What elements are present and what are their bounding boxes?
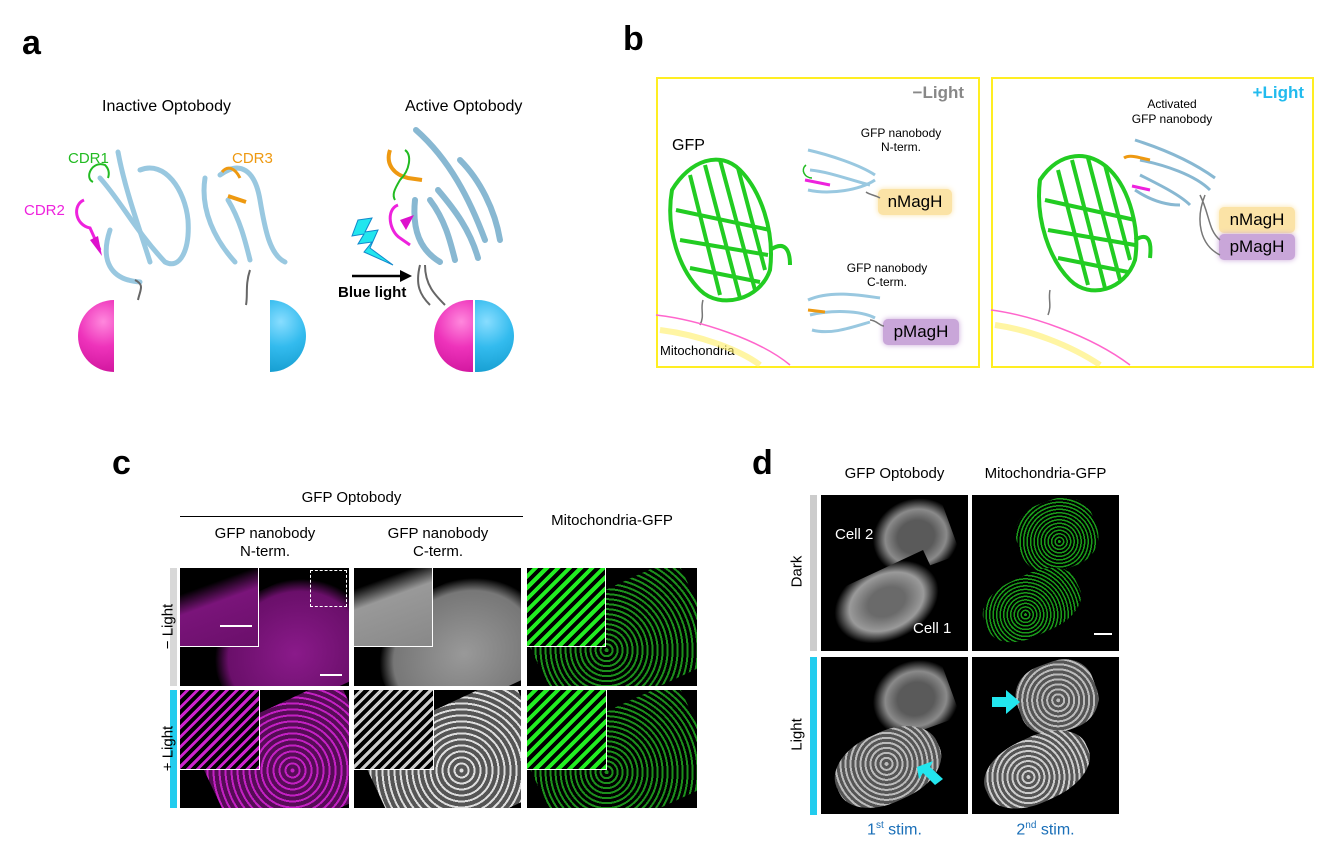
gfp-barrel-plus-light — [990, 154, 1153, 368]
light-row-bar — [810, 657, 817, 815]
pmagh-half-sphere-inactive — [270, 300, 306, 372]
inactive-optobody-title: Inactive Optobody — [102, 98, 231, 115]
panel-b-letter: b — [623, 20, 644, 58]
cyan-arrow-icon — [917, 761, 943, 785]
nanobody-n-label: GFP nanobody N-term. — [860, 126, 942, 154]
pmagh-tag-active: pMagH — [1219, 234, 1295, 260]
micrograph-n-term-minus-light — [180, 568, 349, 686]
nanobody-n-ribbon-b — [802, 148, 881, 199]
stim-1-label: 1st stim. — [867, 820, 922, 839]
pmagh-half-sphere-active — [475, 300, 514, 372]
plus-light-label: +Light — [1252, 83, 1304, 102]
zoom-inset — [527, 568, 606, 647]
minus-light-label: −Light — [912, 83, 964, 102]
active-optobody-ribbon — [386, 127, 503, 306]
scale-bar — [320, 674, 342, 676]
cell-1-label: Cell 1 — [913, 620, 952, 637]
panel-c-letter: c — [112, 444, 131, 482]
plus-light-row-label: + Light — [159, 725, 177, 772]
dark-row-label: Dark — [788, 555, 806, 588]
cell-2-label: Cell 2 — [835, 526, 874, 543]
cdr1-label: CDR1 — [68, 150, 109, 167]
gfp-barrel-minus-light — [655, 157, 792, 368]
zoom-inset — [354, 568, 433, 647]
zoom-inset — [180, 690, 260, 770]
stim-2-label: 2nd stim. — [1016, 820, 1075, 839]
micrograph-mito-minus-light — [527, 568, 697, 686]
micrograph-mito-light-2nd-stim — [972, 657, 1119, 814]
group-header-underline — [180, 516, 523, 517]
cdr2-label: CDR2 — [24, 202, 65, 219]
activated-nanobody-label: Activated GFP nanobody — [1131, 97, 1213, 126]
mitochondria-label: Mitochondria — [660, 343, 735, 358]
gfp-optobody-group-header: GFP Optobody — [301, 489, 402, 506]
gfp-label: GFP — [672, 137, 705, 154]
zoom-region-marker — [310, 570, 347, 607]
micrograph-optobody-light-1st-stim — [821, 657, 968, 814]
plus-light-box: +Light Activated GFP nanobody nMagH pMag… — [991, 77, 1314, 368]
micrograph-c-term-plus-light — [354, 690, 521, 808]
arrow-right-icon — [352, 270, 412, 282]
nmagh-tag: nMagH — [878, 189, 952, 215]
minus-light-box: −Light GFP GFP nanobody N-term. GFP nano… — [656, 77, 980, 368]
panel-d-letter: d — [752, 444, 773, 482]
cdr3-label: CDR3 — [232, 150, 273, 167]
pmagh-tag: pMagH — [883, 319, 959, 345]
micrograph-c-term-minus-light — [354, 568, 521, 686]
scale-bar-d — [1094, 633, 1112, 635]
col-header-n-term: GFP nanobody N-term. — [214, 525, 316, 560]
micrograph-mito-dark — [972, 495, 1119, 651]
micrograph-optobody-dark: Cell 2 Cell 1 — [821, 495, 968, 651]
zoom-inset — [180, 568, 259, 647]
nanobody-c-ribbon-b — [807, 292, 885, 334]
zoom-inset — [354, 690, 434, 770]
plus-light-row-bar — [170, 690, 177, 808]
nmagh-tag-active: nMagH — [1219, 207, 1295, 233]
zoom-inset — [527, 690, 607, 770]
cyan-arrow-icon — [992, 690, 1020, 714]
minus-light-row-bar — [170, 568, 177, 686]
panel-a-letter: a — [22, 24, 41, 62]
nmagh-half-sphere-inactive — [78, 300, 114, 372]
nanobody-n-half-ribbon — [75, 149, 191, 301]
col-header-gfp-optobody: GFP Optobody — [844, 465, 945, 482]
activated-nanobody-ribbon — [1123, 138, 1221, 256]
col-header-c-term: GFP nanobody C-term. — [387, 525, 489, 560]
micrograph-n-term-plus-light — [180, 690, 349, 808]
nmagh-half-sphere-active — [434, 300, 473, 372]
col-header-mito-gfp-d: Mitochondria-GFP — [984, 465, 1107, 482]
nanobody-c-label: GFP nanobody C-term. — [846, 261, 928, 289]
blue-light-label: Blue light — [338, 284, 407, 301]
light-row-label: Light — [788, 718, 806, 751]
col-header-mito-gfp: Mitochondria-GFP — [551, 512, 673, 529]
micrograph-mito-plus-light — [527, 690, 697, 808]
active-optobody-title: Active Optobody — [405, 98, 523, 115]
nanobody-c-half-ribbon — [201, 165, 288, 306]
lightning-bolt-icon — [351, 217, 394, 266]
inset-scale-bar — [220, 625, 252, 627]
dark-row-bar — [810, 495, 817, 651]
minus-light-row-label: − Light — [159, 603, 177, 650]
